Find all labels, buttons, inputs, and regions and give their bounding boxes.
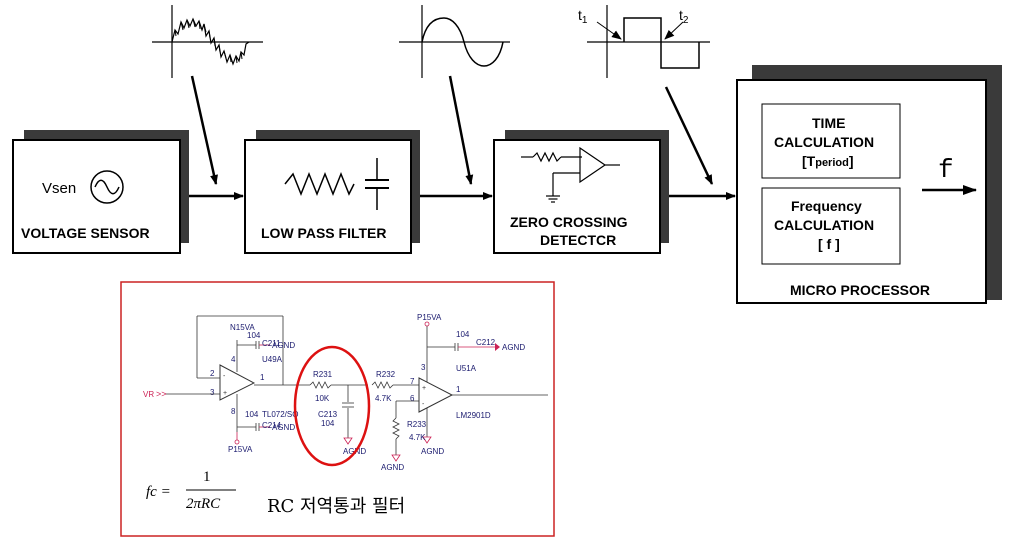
p15va-top-label: P15VA	[417, 313, 442, 322]
formula-lhs: fc =	[146, 484, 171, 500]
zero-crossing-block: ZERO CROSSING DETECTCR	[493, 130, 669, 254]
pin1b-label: 1	[456, 385, 461, 394]
capacitor-icon	[365, 158, 389, 210]
resistor-icon	[284, 171, 355, 197]
pin3b-label: 3	[421, 363, 426, 372]
comparator-icon	[521, 146, 620, 203]
freq-calc-line2: CALCULATION	[774, 217, 874, 233]
svg-text:+: +	[422, 385, 426, 392]
pin3-label: 3	[210, 388, 215, 397]
vr-label: VR	[143, 390, 154, 399]
agnd-1-label: AGND	[272, 341, 295, 350]
time-calc-line1: TIME	[812, 115, 845, 131]
u51a-label: U51A	[456, 364, 477, 373]
frequency-output-label: f	[938, 155, 954, 185]
freq-calc-box	[761, 187, 901, 265]
zero-crossing-label-1: ZERO CROSSING	[510, 214, 628, 230]
agnd-6-label: AGND	[381, 463, 404, 472]
low-pass-filter-label: LOW PASS FILTER	[261, 225, 386, 241]
r231-label: R231	[313, 370, 333, 379]
pin7-label: 7	[410, 377, 415, 386]
c213-value: 104	[321, 419, 335, 428]
formula-denominator: 2πRC	[186, 496, 221, 512]
c104-c-label: 104	[456, 330, 470, 339]
c211-label: C211	[262, 339, 281, 348]
formula-numerator: 1	[203, 469, 211, 485]
pin2-label: 2	[210, 369, 215, 378]
voltage-sensor-block: Vsen VOLTAGE SENSOR	[12, 130, 189, 254]
c104-b-label: 104	[245, 410, 259, 419]
zero-crossing-label-2: DETECTCR	[540, 232, 616, 248]
pin8-label: 8	[231, 407, 236, 416]
u49a-label: U49A	[262, 355, 283, 364]
noisy-sine-waveform	[152, 5, 263, 78]
vsen-label: Vsen	[42, 180, 76, 197]
cutoff-formula: fc = 1 2πRC	[146, 469, 236, 512]
low-pass-filter-block: LOW PASS FILTER	[244, 130, 420, 254]
svg-text:+: +	[223, 390, 227, 397]
time-calc-line3: [Tperiod]	[802, 153, 854, 169]
schematic-caption: RC 저역통과 필터	[267, 496, 405, 517]
agnd-5-label: AGND	[421, 447, 444, 456]
agnd-2-label: AGND	[272, 423, 295, 432]
rc-filter-schematic-panel: - + N15VA 104 C211 AGND U49A 4 2 3 1	[120, 281, 555, 537]
p15va-bottom-label: P15VA	[228, 445, 253, 454]
pin6-label: 6	[410, 394, 415, 403]
freq-calc-line3: [ f ]	[818, 236, 840, 252]
lm2901d-label: LM2901D	[456, 411, 491, 420]
tl072-label: TL072/SO	[262, 410, 298, 419]
r232-label: R232	[376, 370, 396, 379]
clean-sine-waveform	[399, 5, 510, 78]
opamp-u49a: - +	[196, 315, 284, 445]
micro-processor-label: MICRO PROCESSOR	[790, 282, 930, 298]
svg-text:-: -	[223, 373, 226, 380]
time-calc-line2: CALCULATION	[774, 134, 874, 150]
waveform-pointer-arrows	[190, 75, 714, 185]
t2-label: t2	[679, 7, 689, 26]
r231-value: 10K	[315, 394, 330, 403]
c104-a-label: 104	[247, 331, 261, 340]
agnd-4-label: AGND	[502, 343, 525, 352]
vr-input-arrow: >>	[156, 389, 167, 399]
freq-calc-line1: Frequency	[791, 198, 862, 214]
ac-source-icon	[90, 170, 124, 204]
c214-label: C214	[262, 421, 282, 430]
r233-value: 4.7K	[409, 433, 426, 442]
c213-label: C213	[318, 410, 338, 419]
r231-resistor	[309, 381, 332, 389]
t1-label: t1	[578, 7, 588, 26]
square-waveform: t1 t2	[578, 5, 710, 78]
r233-resistor	[392, 417, 400, 440]
svg-text:-: -	[422, 401, 425, 408]
pin4-label: 4	[231, 355, 236, 364]
voltage-sensor-label: VOLTAGE SENSOR	[21, 225, 150, 241]
pin1-label: 1	[260, 373, 265, 382]
time-calc-box	[761, 103, 901, 179]
r232-value: 4.7K	[375, 394, 392, 403]
c212-label: C212	[476, 338, 496, 347]
n15va-label: N15VA	[230, 323, 255, 332]
r233-label: R233	[407, 420, 427, 429]
micro-processor-block: TIME CALCULATION [Tperiod] Frequency CAL…	[736, 65, 1002, 304]
comparator-lm2901d: + -	[418, 326, 548, 444]
rc-highlight-circle	[293, 345, 371, 467]
r232-resistor	[371, 381, 394, 389]
